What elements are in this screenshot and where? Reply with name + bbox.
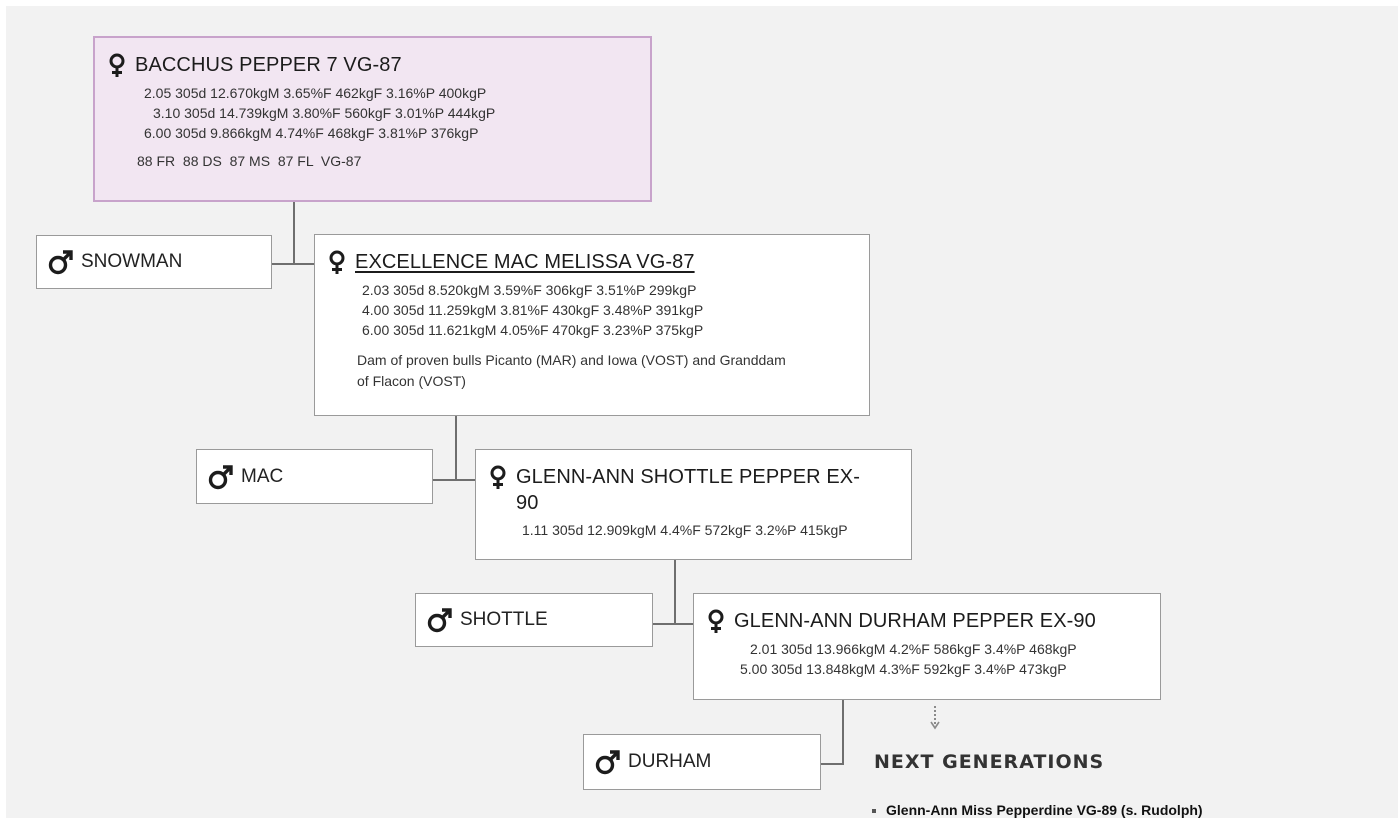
female-symbol-icon: [327, 250, 347, 276]
dam-card: EXCELLENCE MAC MELISSA VG-87 2.03 305d 8…: [314, 234, 870, 416]
male-symbol-icon: [208, 464, 233, 489]
production-record: 6.00 305d 11.621kgM 4.05%F 470kgF 3.23%P…: [362, 322, 704, 338]
dam-card: GLENN-ANN DURHAM PEPPER EX-90 2.01 305d …: [693, 593, 1161, 700]
production-record: 2.03 305d 8.520kgM 3.59%F 306kgF 3.51%P …: [362, 282, 697, 298]
connector-line: [293, 202, 295, 264]
female-symbol-icon: [488, 465, 508, 491]
dashed-down-arrow-icon: [930, 706, 940, 730]
dam-name: GLENN-ANN DURHAM PEPPER EX-90: [734, 610, 1096, 632]
sire-name: MAC: [241, 465, 284, 487]
sire-name: SNOWMAN: [81, 251, 183, 272]
production-record: 2.05 305d 12.670kgM 3.65%F 462kgF 3.16%P…: [144, 85, 487, 101]
connector-line: [821, 763, 844, 765]
production-record: 4.00 305d 11.259kgM 3.81%F 430kgF 3.48%P…: [362, 302, 704, 318]
sire-name: SHOTTLE: [460, 609, 548, 630]
list-item: Glenn-Ann Miss Pepperdine VG-89 (s. Rudo…: [872, 802, 1203, 818]
next-generations-title: NEXT GENERATIONS: [874, 751, 1105, 773]
sire-card: DURHAM: [583, 734, 821, 790]
classification-scores: 88 FR 88 DS 87 MS 87 FL VG-87: [137, 153, 362, 169]
production-record: 1.11 305d 12.909kgM 4.4%F 572kgF 3.2%P 4…: [522, 522, 848, 538]
sire-card: MAC: [196, 449, 433, 504]
connector-line: [653, 623, 693, 625]
dam-card: BACCHUS PEPPER 7 VG-87 2.05 305d 12.670k…: [93, 36, 652, 202]
production-record: 2.01 305d 13.966kgM 4.2%F 586kgF 3.4%P 4…: [750, 641, 1077, 657]
male-symbol-icon: [48, 250, 73, 275]
connector-line: [272, 263, 316, 265]
dam-name-link[interactable]: EXCELLENCE MAC MELISSA VG-87: [355, 251, 695, 273]
female-symbol-icon: [107, 53, 127, 79]
dam-note: Dam of proven bulls Picanto (MAR) and Io…: [357, 352, 786, 389]
dam-name: GLENN-ANN SHOTTLE PEPPER EX-90: [516, 466, 860, 514]
production-record: 5.00 305d 13.848kgM 4.3%F 592kgF 3.4%P 4…: [740, 661, 1067, 677]
sire-card: SNOWMAN: [36, 235, 272, 289]
male-symbol-icon: [595, 750, 620, 775]
connector-line: [842, 700, 844, 764]
sire-card: SHOTTLE: [415, 593, 653, 647]
dam-name: BACCHUS PEPPER 7 VG-87: [135, 54, 402, 76]
sire-name: DURHAM: [628, 751, 712, 772]
production-record: 6.00 305d 9.866kgM 4.74%F 468kgF 3.81%P …: [144, 125, 479, 141]
next-generations-list: Glenn-Ann Miss Pepperdine VG-89 (s. Rudo…: [872, 802, 1203, 818]
dam-card: GLENN-ANN SHOTTLE PEPPER EX-90 1.11 305d…: [475, 449, 912, 560]
pedigree-chart: BACCHUS PEPPER 7 VG-87 2.05 305d 12.670k…: [6, 6, 1398, 818]
production-record: 3.10 305d 14.739kgM 3.80%F 560kgF 3.01%P…: [153, 105, 496, 121]
connector-line: [674, 560, 676, 624]
male-symbol-icon: [427, 608, 452, 633]
connector-line: [455, 416, 457, 480]
connector-line: [433, 479, 475, 481]
female-symbol-icon: [706, 609, 726, 635]
